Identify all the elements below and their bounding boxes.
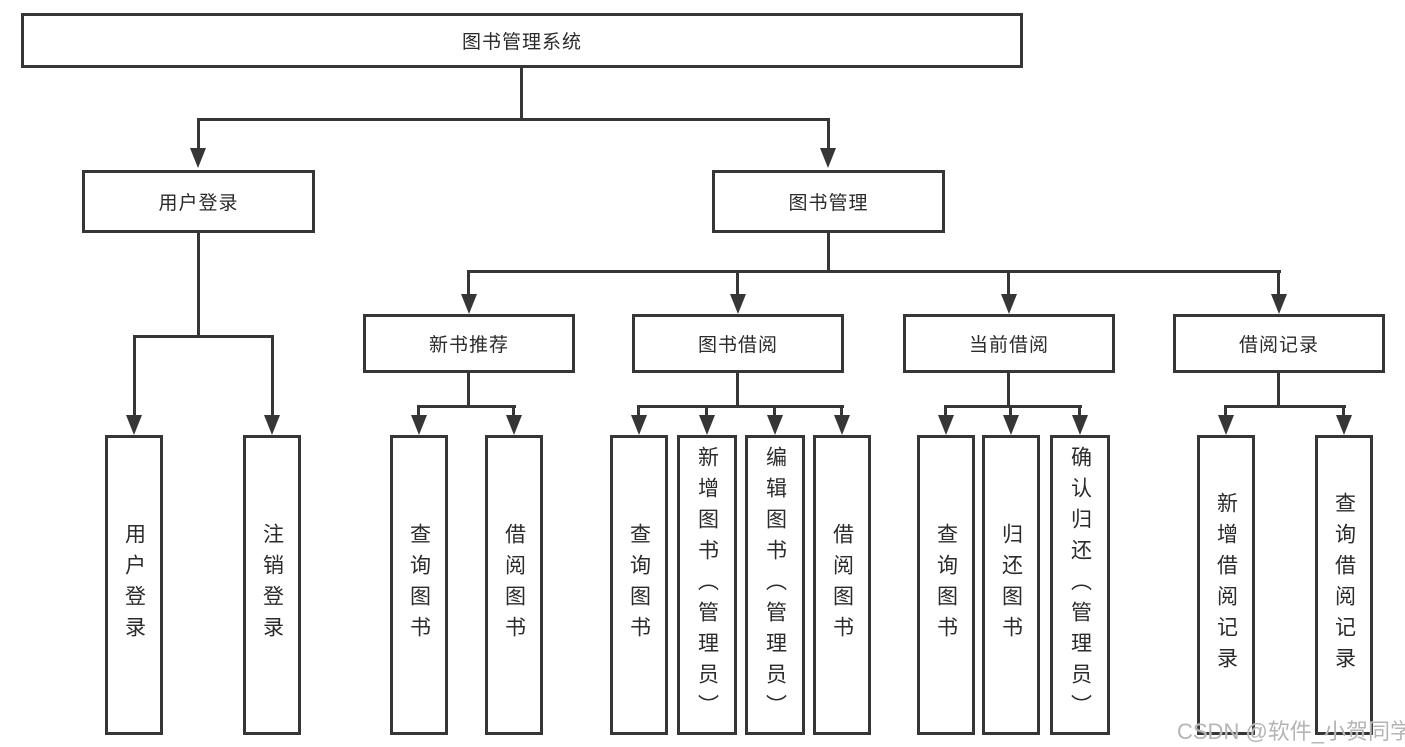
leaf-borrow-books-borrowing: 借阅图书	[813, 435, 871, 735]
leaf-query-books-current: 查询图书	[917, 435, 975, 735]
node-book-management: 图书管理	[712, 170, 945, 233]
arrowhead-down	[1072, 415, 1088, 435]
arrowhead-down	[820, 148, 836, 168]
arrowhead-down	[834, 415, 850, 435]
arrowhead-down	[126, 415, 142, 435]
v-line	[1224, 407, 1227, 417]
v-line	[417, 407, 420, 417]
node-label: 图书管理系统	[461, 32, 582, 53]
v-line	[133, 337, 136, 415]
csdn-watermark: CSDN @软件_小贺同学	[1177, 719, 1405, 744]
leaf-confirm-return-admin: 确认归还（管理员）	[1050, 435, 1110, 735]
arrowhead-down	[190, 148, 206, 168]
v-line	[736, 272, 739, 294]
node-label: 借阅记录	[1238, 335, 1319, 356]
h-line	[467, 270, 1281, 273]
h-line	[637, 405, 844, 408]
arrowhead-down	[1001, 294, 1017, 314]
node-label: 新增借阅记录	[1214, 492, 1238, 678]
node-label: 查询图书	[407, 523, 431, 647]
v-line	[197, 120, 200, 148]
v-line	[736, 371, 739, 407]
leaf-edit-books-admin: 编辑图书（管理员）	[745, 435, 805, 735]
v-line	[827, 231, 830, 272]
v-line	[271, 337, 274, 415]
node-label: 借阅图书	[830, 523, 854, 647]
node-label: 用户登录	[122, 523, 146, 647]
node-user-login: 用户登录	[82, 170, 315, 233]
v-line	[1342, 407, 1345, 417]
leaf-user-login: 用户登录	[105, 435, 163, 735]
v-line	[1277, 272, 1280, 294]
v-line	[705, 407, 708, 417]
v-line	[1009, 407, 1012, 417]
leaf-add-books-admin: 新增图书（管理员）	[677, 435, 737, 735]
v-line	[1277, 371, 1280, 407]
node-book-borrowing: 图书借阅	[632, 314, 844, 373]
arrowhead-down	[1003, 415, 1019, 435]
node-label: 当前借阅	[968, 335, 1049, 356]
leaf-logout: 注销登录	[243, 435, 301, 735]
arrowhead-down	[506, 415, 522, 435]
arrowhead-down	[767, 415, 783, 435]
node-label: 新书推荐	[428, 335, 509, 356]
v-line	[1078, 407, 1081, 417]
leaf-add-borrow-record: 新增借阅记录	[1197, 435, 1255, 735]
node-label: 新增图书（管理员）	[695, 446, 719, 725]
arrowhead-down	[264, 415, 280, 435]
node-label: 查询图书	[934, 523, 958, 647]
v-line	[512, 407, 515, 417]
arrowhead-down	[461, 294, 477, 314]
leaf-query-books-recommend: 查询图书	[390, 435, 448, 735]
node-library-management-system: 图书管理系统	[21, 13, 1023, 68]
v-line	[467, 272, 470, 294]
v-line	[1007, 371, 1010, 407]
node-label: 图书管理	[788, 193, 869, 214]
v-line	[840, 407, 843, 417]
leaf-borrow-books-recommend: 借阅图书	[485, 435, 543, 735]
leaf-query-borrow-record: 查询借阅记录	[1315, 435, 1373, 735]
node-label: 编辑图书（管理员）	[763, 446, 787, 725]
v-line	[467, 371, 470, 407]
node-label: 确认归还（管理员）	[1068, 446, 1092, 725]
v-line	[1007, 272, 1010, 294]
h-line	[197, 118, 830, 121]
leaf-return-books: 归还图书	[982, 435, 1040, 735]
v-line	[773, 407, 776, 417]
node-label: 归还图书	[999, 523, 1023, 647]
h-line	[944, 405, 1082, 408]
node-label: 查询图书	[627, 523, 651, 647]
arrowhead-down	[730, 294, 746, 314]
h-line	[417, 405, 516, 408]
leaf-query-books-borrowing: 查询图书	[610, 435, 668, 735]
arrowhead-down	[1218, 415, 1234, 435]
arrowhead-down	[938, 415, 954, 435]
v-line	[520, 66, 523, 120]
h-line	[133, 335, 274, 338]
v-line	[944, 407, 947, 417]
node-label: 用户登录	[158, 193, 239, 214]
node-label: 注销登录	[260, 523, 284, 647]
node-label: 图书借阅	[697, 335, 778, 356]
v-line	[637, 407, 640, 417]
arrowhead-down	[1271, 294, 1287, 314]
v-line	[197, 231, 200, 337]
node-label: 借阅图书	[502, 523, 526, 647]
h-line	[1224, 405, 1346, 408]
node-label: 查询借阅记录	[1332, 492, 1356, 678]
arrowhead-down	[631, 415, 647, 435]
arrowhead-down	[411, 415, 427, 435]
arrowhead-down	[699, 415, 715, 435]
node-current-borrowing: 当前借阅	[903, 314, 1115, 373]
node-new-book-recommendation: 新书推荐	[363, 314, 575, 373]
arrowhead-down	[1336, 415, 1352, 435]
node-borrowing-records: 借阅记录	[1173, 314, 1385, 373]
v-line	[827, 120, 830, 148]
